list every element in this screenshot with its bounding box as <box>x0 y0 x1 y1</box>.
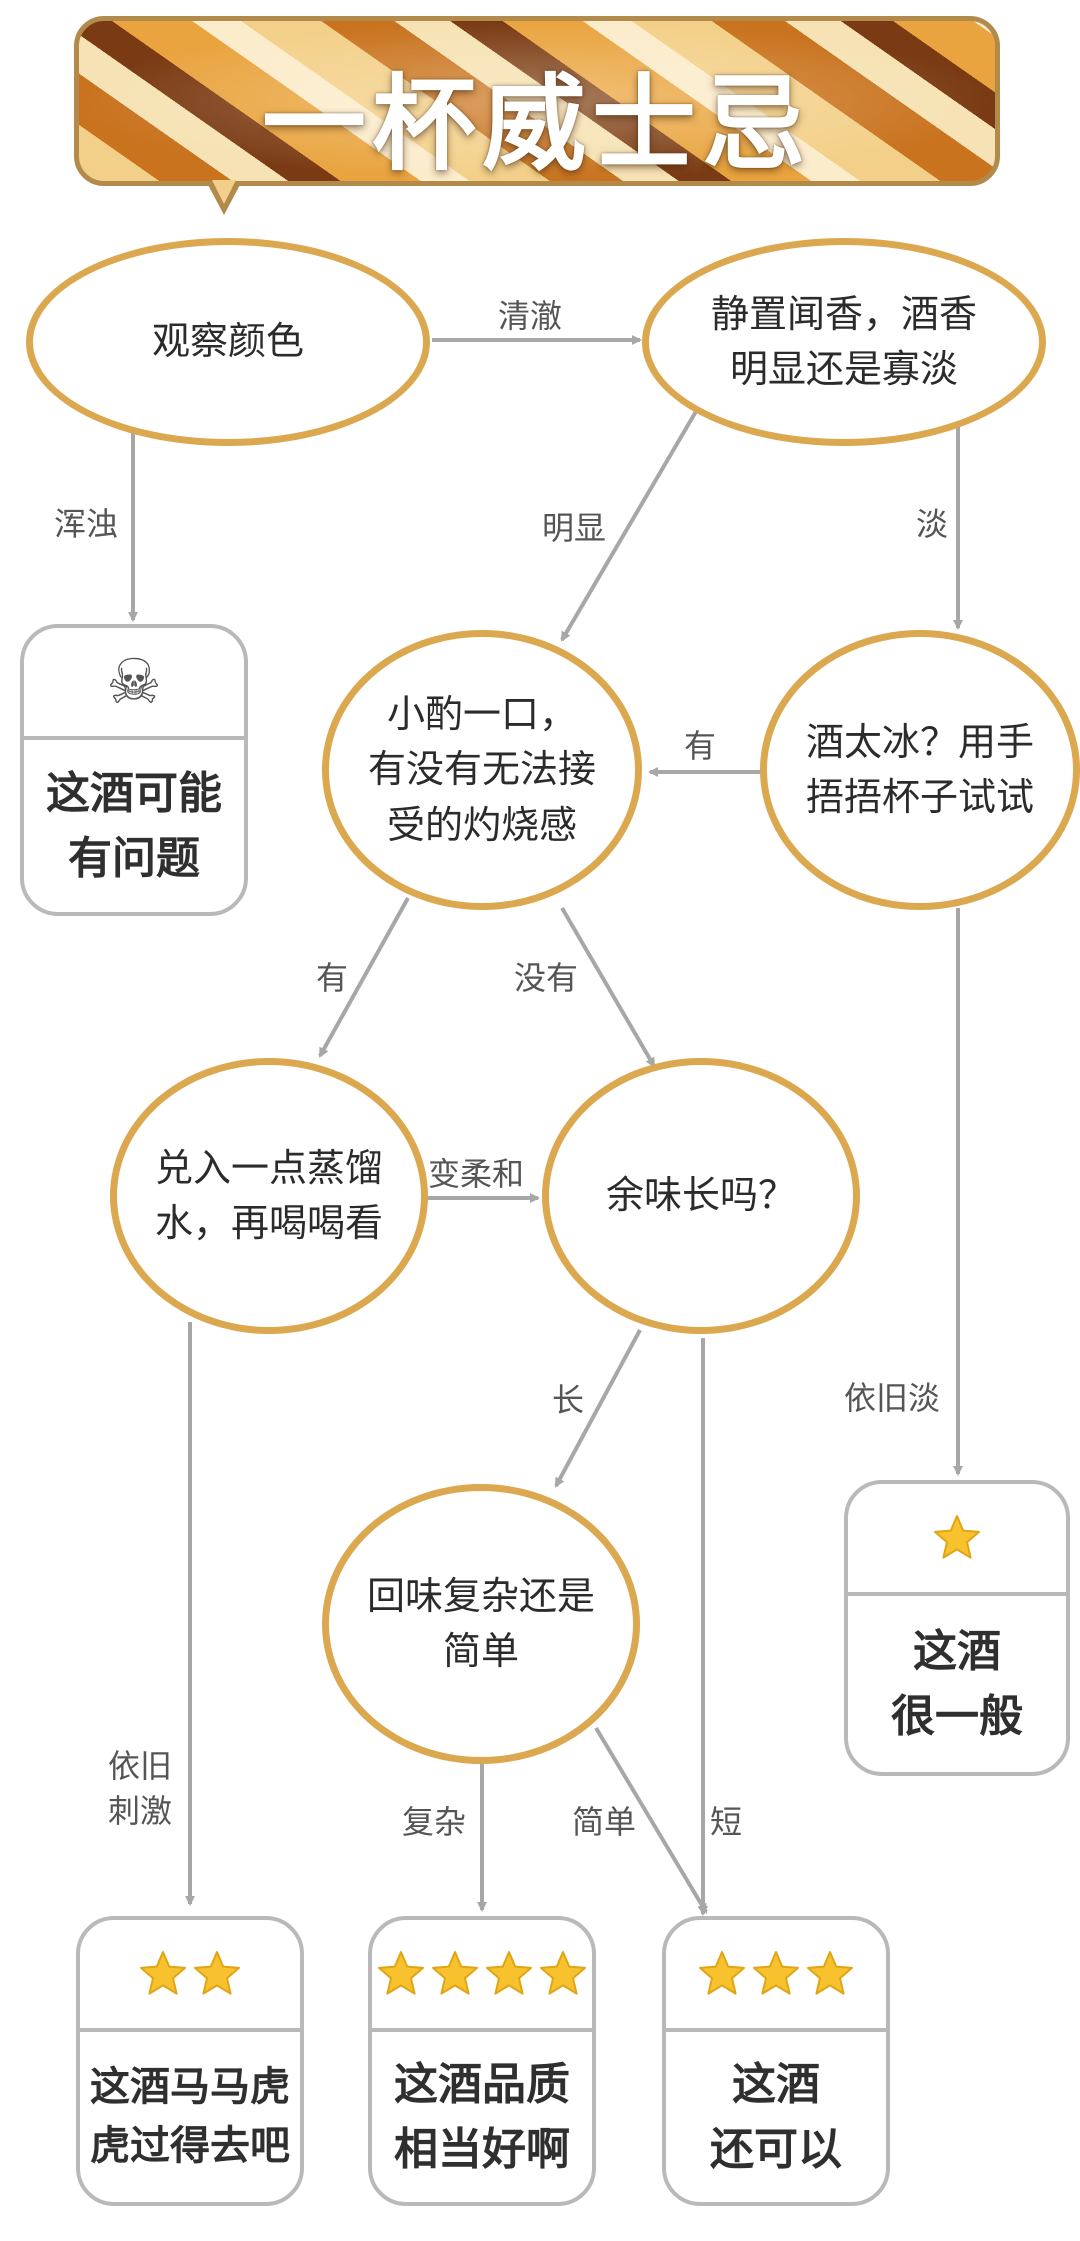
result-problem-line-2: 有问题 <box>68 833 200 884</box>
arrow-complexity-to-three-star <box>594 1726 708 1914</box>
edge-label-complex: 复杂 <box>402 1803 467 1841</box>
star-row <box>699 1951 853 1995</box>
star-row <box>378 1951 586 1995</box>
result-problem-line-1: 这酒可能 <box>46 767 222 819</box>
node-too-cold-line-1: 酒太冰？用手 <box>805 719 1034 764</box>
star-rating-two <box>80 1920 300 2032</box>
edge-label-strong: 明显 <box>542 509 607 547</box>
node-sip-line-3: 受的灼烧感 <box>386 802 577 847</box>
node-too-cold: 酒太冰？用手 捂捂杯子试试 <box>760 630 1080 910</box>
arrow-sip-to-dilute <box>318 897 410 1058</box>
node-sip-line-2: 有没有无法接 <box>367 747 596 792</box>
node-too-cold-line-2: 捂捂杯子试试 <box>805 775 1034 819</box>
result-card-three-star: 这酒 还可以 <box>662 1916 890 2206</box>
node-complexity-line-1: 回味复杂还是 <box>366 1573 595 1618</box>
result-one-star-line-2: 很一般 <box>891 1691 1023 1742</box>
edge-label-still-faint: 依旧淡 <box>844 1379 941 1417</box>
star-icon <box>194 1951 240 1995</box>
edge-label-clear: 清澈 <box>498 297 563 335</box>
star-icon <box>934 1515 980 1559</box>
star-icon <box>699 1951 745 1995</box>
edge-label-faint: 淡 <box>916 505 949 543</box>
node-dilute-line-2: 水，再喝喝看 <box>154 1201 383 1245</box>
star-icon <box>753 1951 799 1995</box>
result-two-star-line-2: 虎过得去吧 <box>90 2123 290 2169</box>
node-complexity-line-2: 简单 <box>442 1629 519 1673</box>
banner-pointer-fill <box>212 180 236 204</box>
title-banner: 一杯威士忌 <box>74 16 1000 186</box>
star-icon <box>432 1951 478 1995</box>
node-observe-color-text: 观察颜色 <box>151 319 304 364</box>
edge-label-warm-yes: 有 <box>684 727 717 765</box>
result-three-star-line-2: 还可以 <box>710 2124 842 2175</box>
result-two-star-line-1: 这酒马马虎 <box>90 2063 290 2110</box>
star-icon <box>140 1951 186 1995</box>
node-aroma-line-1: 静置闻香，酒香 <box>710 291 977 336</box>
edge-label-cloudy: 浑浊 <box>54 505 119 543</box>
node-complexity: 回味复杂还是 简单 <box>322 1484 640 1764</box>
result-three-star-line-1: 这酒 <box>732 2058 820 2110</box>
edge-label-softer: 变柔和 <box>428 1155 525 1193</box>
result-four-star-line-1: 这酒品质 <box>394 2058 570 2110</box>
star-icon <box>378 1951 424 1995</box>
result-four-star-line-2: 相当好啊 <box>394 2124 570 2175</box>
node-observe-color: 观察颜色 <box>26 238 430 446</box>
result-card-one-star: 这酒 很一般 <box>844 1480 1070 1776</box>
arrow-sip-to-finish <box>560 906 656 1068</box>
result-card-two-star: 这酒马马虎 虎过得去吧 <box>76 1916 304 2206</box>
edge-label-simple: 简单 <box>572 1803 637 1841</box>
edge-label-short: 短 <box>710 1803 743 1841</box>
edge-label-long: 长 <box>552 1381 585 1419</box>
arrow-finish-to-complexity <box>554 1329 642 1488</box>
edge-label-burn-yes: 有 <box>316 959 349 997</box>
result-card-problem-icon-area: ☠ <box>24 628 244 740</box>
result-one-star-line-1: 这酒 <box>913 1625 1001 1677</box>
node-finish: 余味长吗？ <box>542 1058 860 1334</box>
node-sip: 小酌一口， 有没有无法接 受的灼烧感 <box>322 630 642 910</box>
edge-label-still-harsh: 依旧 刺激 <box>108 1744 172 1834</box>
star-rating-three <box>666 1920 886 2032</box>
edge-label-burn-no: 没有 <box>514 959 579 997</box>
result-card-problem: ☠ 这酒可能 有问题 <box>20 624 248 916</box>
node-finish-text: 余味长吗？ <box>605 1173 796 1218</box>
node-aroma: 静置闻香，酒香 明显还是寡淡 <box>642 238 1046 446</box>
result-card-four-star: 这酒品质 相当好啊 <box>368 1916 596 2206</box>
node-dilute: 兑入一点蒸馏 水，再喝喝看 <box>110 1058 428 1334</box>
edge-label-still-harsh-line-1: 依旧 <box>108 1747 173 1785</box>
star-row <box>140 1951 240 1995</box>
node-aroma-line-2: 明显还是寡淡 <box>729 347 958 391</box>
star-rating-four <box>372 1920 592 2032</box>
star-rating-one <box>848 1484 1066 1596</box>
arrow-aroma-to-sip <box>560 406 700 642</box>
edge-label-still-harsh-line-2: 刺激 <box>108 1791 173 1830</box>
star-icon <box>486 1951 532 1995</box>
page-title: 一杯威士忌 <box>261 62 812 185</box>
star-icon <box>540 1951 586 1995</box>
node-dilute-line-1: 兑入一点蒸馏 <box>154 1145 383 1190</box>
node-sip-line-1: 小酌一口， <box>386 692 577 737</box>
star-row <box>934 1515 980 1559</box>
skull-crossbones-icon: ☠ <box>106 645 162 718</box>
star-icon <box>807 1951 853 1995</box>
